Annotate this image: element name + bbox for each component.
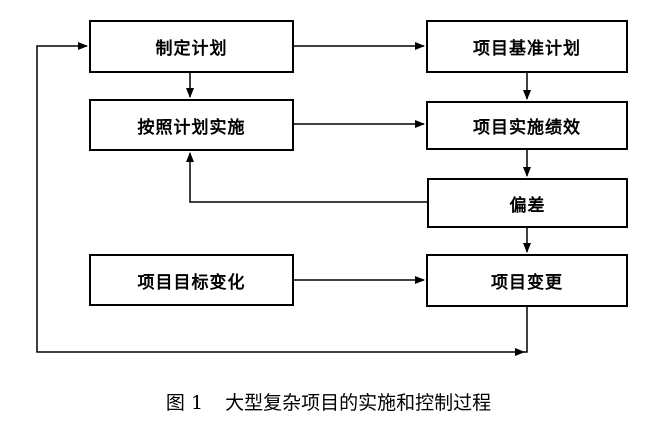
node-implement: 按照计划实施 — [89, 99, 294, 151]
node-make-plan-label: 制定计划 — [155, 39, 228, 59]
figure-number: 图 1 — [165, 392, 204, 414]
node-deviation-label: 偏差 — [509, 195, 546, 216]
node-performance: 项目实施绩效 — [426, 101, 628, 150]
node-baseline-plan-label: 项目基准计划 — [473, 39, 581, 59]
node-implement-label: 按照计划实施 — [137, 117, 246, 138]
edge-deviation-to-implement — [186, 152, 427, 203]
node-goal-change-label: 项目目标变化 — [137, 272, 246, 293]
edge-change-to-plan-loop — [36, 42, 528, 353]
node-deviation: 偏差 — [427, 178, 628, 228]
node-baseline-plan: 项目基准计划 — [426, 20, 628, 73]
node-project-change-label: 项目变更 — [491, 273, 563, 293]
node-goal-change: 项目目标变化 — [89, 254, 294, 306]
node-performance-label: 项目实施绩效 — [473, 118, 581, 138]
figure-caption: 图 1 大型复杂项目的实施和控制过程 — [0, 388, 657, 415]
figure-title: 大型复杂项目的实施和控制过程 — [225, 392, 492, 414]
node-make-plan: 制定计划 — [89, 20, 294, 73]
node-project-change: 项目变更 — [426, 254, 628, 307]
